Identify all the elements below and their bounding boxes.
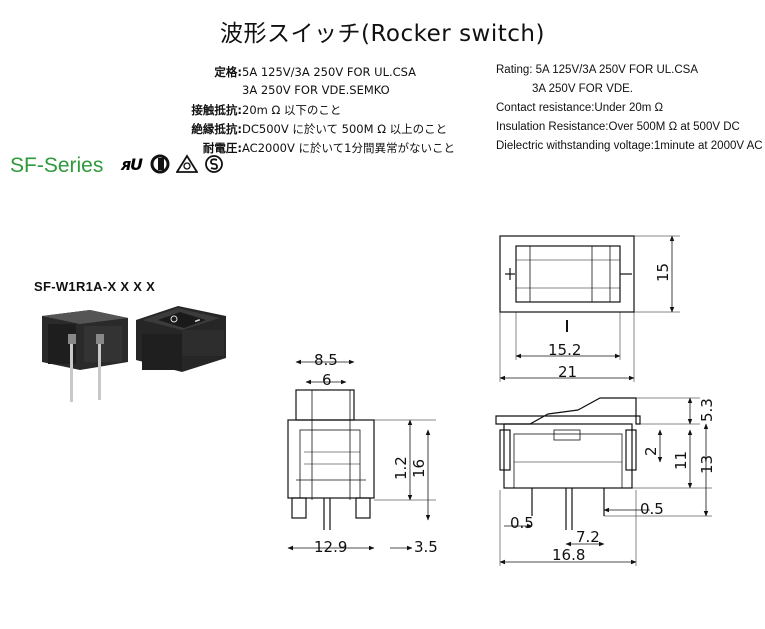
dim-side-width: 16.8 <box>552 546 585 564</box>
top-view-drawing <box>499 235 680 382</box>
product-photo <box>42 306 226 402</box>
dim-front-pin: 3.5 <box>414 538 438 556</box>
vde-mark-icon <box>176 154 198 173</box>
dim-front-top-outer: 8.5 <box>314 351 338 369</box>
spec-en-rating-2: 3A 250V FOR VDE. <box>532 83 633 95</box>
dim-side-pin-left: 0.5 <box>510 514 534 532</box>
spec-jp-contact: 接触抵抗:20m Ω 以下のこと <box>191 103 342 117</box>
spec-jp-dielectric: 耐電圧:AC2000V に於いて1分間異常がないこと <box>202 141 455 155</box>
dim-side-d3: 11 <box>672 451 690 470</box>
front-view-drawing <box>287 359 436 551</box>
dim-top-height: 15 <box>654 263 672 282</box>
spec-en-insulation: Insulation Resistance:Over 500M Ω at 500… <box>496 121 740 133</box>
dim-side-d4: 13 <box>698 455 716 474</box>
dim-front-mid: 1.2 <box>392 456 410 480</box>
semko-mark-icon <box>205 155 223 173</box>
dim-front-width: 12.9 <box>314 538 347 556</box>
dim-side-d2: 2 <box>642 446 660 456</box>
dim-front-top-inner: 6 <box>322 371 332 389</box>
side-view-drawing <box>495 397 712 566</box>
cert-marks: ᴙ U <box>120 154 224 174</box>
dim-top-inner: 15.2 <box>548 341 581 359</box>
spec-jp-insulation: 絶縁抵抗:DC500V に於いて 500M Ω 以上のこと <box>191 122 448 136</box>
spec-jp-rating-2: 3A 250V FOR VDE.SEMKO <box>242 83 390 97</box>
series-label: SF-Series <box>10 154 104 177</box>
csa-mark-icon <box>150 154 170 174</box>
dim-front-height: 16 <box>410 459 428 478</box>
front-view-dimensions: 8.5 6 12.9 3.5 1.2 16 <box>314 351 438 556</box>
ul-mark-icon: ᴙ U <box>120 155 143 174</box>
svg-text:U: U <box>130 155 143 174</box>
dim-side-pitch: 7.2 <box>576 528 600 546</box>
top-view-dimensions: 15.2 21 15 <box>548 263 672 381</box>
spec-jp-rating: 定格:5A 125V/3A 250V FOR UL.CSA <box>214 65 417 79</box>
dim-top-outer: 21 <box>558 363 577 381</box>
dim-side-d1: 5.3 <box>698 398 716 422</box>
switch-front-view <box>136 306 226 372</box>
spec-en-contact: Contact resistance:Under 20m Ω <box>496 102 664 114</box>
dim-side-pin-right: 0.5 <box>640 500 664 518</box>
spec-en-rating: Rating: 5A 125V/3A 250V FOR UL.CSA <box>496 64 699 76</box>
spec-en-dielectric: Dielectric withstanding voltage:1minute … <box>496 140 763 152</box>
switch-rear-view <box>42 310 128 402</box>
side-view-dimensions: 5.3 2 11 13 0.5 0.5 7.2 16.8 <box>510 398 716 564</box>
page-title: 波形スイッチ(Rocker switch) <box>220 21 545 47</box>
part-number: SF-W1R1A-X X X X <box>34 279 156 294</box>
svg-text:ᴙ: ᴙ <box>120 155 131 174</box>
